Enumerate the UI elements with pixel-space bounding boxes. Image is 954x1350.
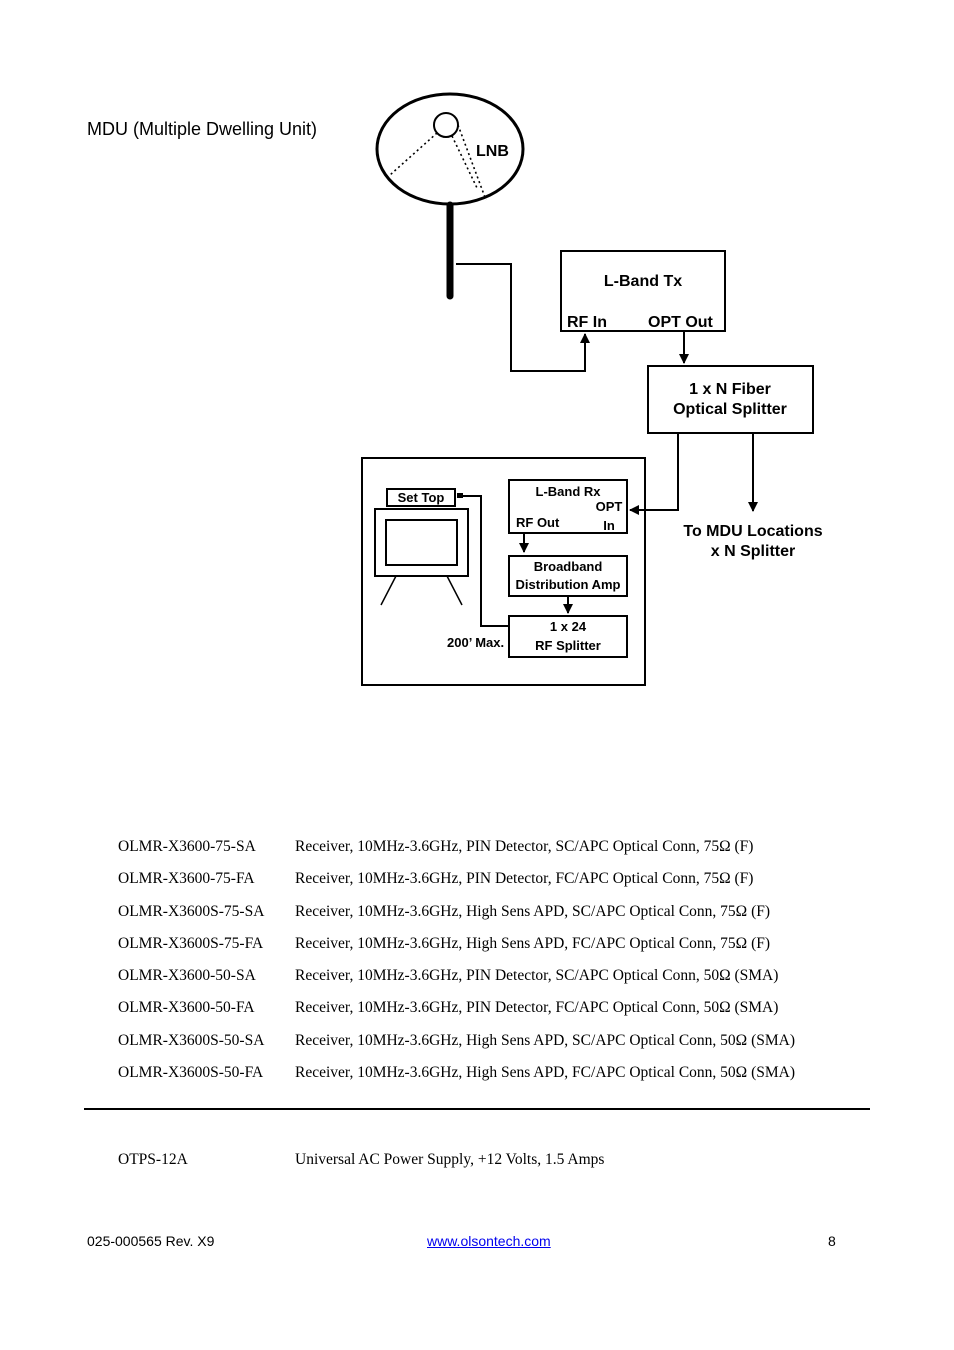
- part-number: OLMR-X3600S-50-FA: [118, 1064, 264, 1082]
- lband-tx-box: [560, 250, 726, 332]
- television-icon: [374, 508, 469, 606]
- lband-rx-box: [508, 479, 628, 534]
- part-row: OLMR-X3600S-50-SA Receiver, 10MHz-3.6GHz,…: [118, 1032, 878, 1064]
- part-description: Receiver, 10MHz-3.6GHz, High Sens APD, F…: [295, 934, 771, 952]
- lnb-label: LNB: [476, 143, 509, 160]
- part-number: OLMR-X3600S-75-SA: [118, 902, 265, 920]
- receiver-parts-list: OLMR-X3600-75-SA Receiver, 10MHz-3.6GHz, …: [118, 838, 878, 1096]
- coax-line: [459, 495, 509, 627]
- fiber-line-3: [629, 433, 679, 515]
- lband-rx-label: L-Band Rx: [536, 484, 602, 499]
- part-row: OLMR-X3600-50-SA Receiver, 10MHz-3.6GHz, …: [118, 967, 878, 999]
- accessory-part-number: OTPS-12A: [118, 1151, 188, 1168]
- accessory-row: OTPS-12A Universal AC Power Supply, +12 …: [118, 1151, 604, 1169]
- accessory-description: Universal AC Power Supply, +12 Volts, 1.…: [295, 1151, 605, 1168]
- part-number: OLMR-X3600-75-SA: [118, 838, 256, 855]
- part-row: OLMR-X3600-50-FA Receiver, 10MHz-3.6GHz, …: [118, 999, 878, 1031]
- building-enclosure: [361, 457, 646, 686]
- rf-cable-line: [456, 263, 590, 372]
- satellite-dish-icon: [375, 92, 525, 300]
- part-description: Receiver, 10MHz-3.6GHz, High Sens APD, S…: [295, 1031, 795, 1049]
- mdu-locations-line1: To MDU Locations: [683, 523, 822, 540]
- part-description: Receiver, 10MHz-3.6GHz, PIN Detector, FC…: [295, 999, 779, 1017]
- part-number: OLMR-X3600-50-SA: [118, 967, 256, 985]
- part-description: Receiver, 10MHz-3.6GHz, PIN Detector, SC…: [295, 838, 754, 855]
- amp-line1: Broadband: [534, 559, 603, 574]
- fiber-splitter-box: [647, 365, 814, 434]
- part-number: OLMR-X3600-75-FA: [118, 870, 255, 888]
- rf-splitter-box: [508, 615, 628, 658]
- fiber-splitter-line2: Optical Splitter: [673, 401, 787, 418]
- part-row: OLMR-X3600S-75-SA Receiver, 10MHz-3.6GHz,…: [118, 903, 878, 935]
- part-number: OLMR-X3600-50-FA: [118, 999, 255, 1017]
- mdu-locations-line2: x N Splitter: [711, 543, 795, 560]
- part-description: Receiver, 10MHz-3.6GHz, High Sens APD, F…: [295, 1064, 795, 1082]
- set-top-box: [386, 488, 456, 507]
- part-row: OLMR-X3600-75-SA Receiver, 10MHz-3.6GHz, …: [118, 838, 878, 870]
- in-label: In: [603, 518, 615, 533]
- rf-out-label: RF Out: [516, 515, 560, 530]
- page-number: 8: [828, 1233, 836, 1249]
- rf-in-label: RF In: [567, 314, 607, 331]
- opt-out-label: OPT Out: [648, 314, 714, 331]
- section-divider: [84, 1108, 870, 1110]
- website-link[interactable]: www.olsontech.com: [427, 1233, 551, 1249]
- lband-tx-label: L-Band Tx: [604, 273, 682, 290]
- mdu-diagram: LNB L-Band Tx RF In OPT Out 1 x N Fiber …: [361, 92, 823, 686]
- document-number: 025-000565 Rev. X9: [87, 1233, 215, 1249]
- diagram-caption: MDU (Multiple Dwelling Unit): [87, 119, 318, 139]
- part-description: Receiver, 10MHz-3.6GHz, PIN Detector, FC…: [295, 870, 754, 888]
- set-top-label: Set Top: [398, 490, 445, 505]
- amp-line2: Distribution Amp: [516, 577, 621, 592]
- part-row: OLMR-X3600S-50-FA Receiver, 10MHz-3.6GHz,…: [118, 1064, 878, 1096]
- rf-splitter-line2: RF Splitter: [535, 638, 601, 653]
- opt-label: OPT: [596, 499, 623, 514]
- part-description: Receiver, 10MHz-3.6GHz, PIN Detector, SC…: [295, 967, 779, 985]
- part-number: OLMR-X3600S-75-FA: [118, 934, 264, 952]
- max-distance-label: 200’ Max.: [447, 635, 504, 650]
- fiber-splitter-line1: 1 x N Fiber: [689, 381, 771, 398]
- part-row: OLMR-X3600S-75-FA Receiver, 10MHz-3.6GHz,…: [118, 935, 878, 967]
- part-description: Receiver, 10MHz-3.6GHz, High Sens APD, S…: [295, 902, 771, 920]
- part-number: OLMR-X3600S-50-SA: [118, 1031, 265, 1049]
- part-row: OLMR-X3600-75-FA Receiver, 10MHz-3.6GHz, …: [118, 870, 878, 902]
- coax-connector: [457, 493, 463, 498]
- rf-splitter-line1: 1 x 24: [550, 619, 587, 634]
